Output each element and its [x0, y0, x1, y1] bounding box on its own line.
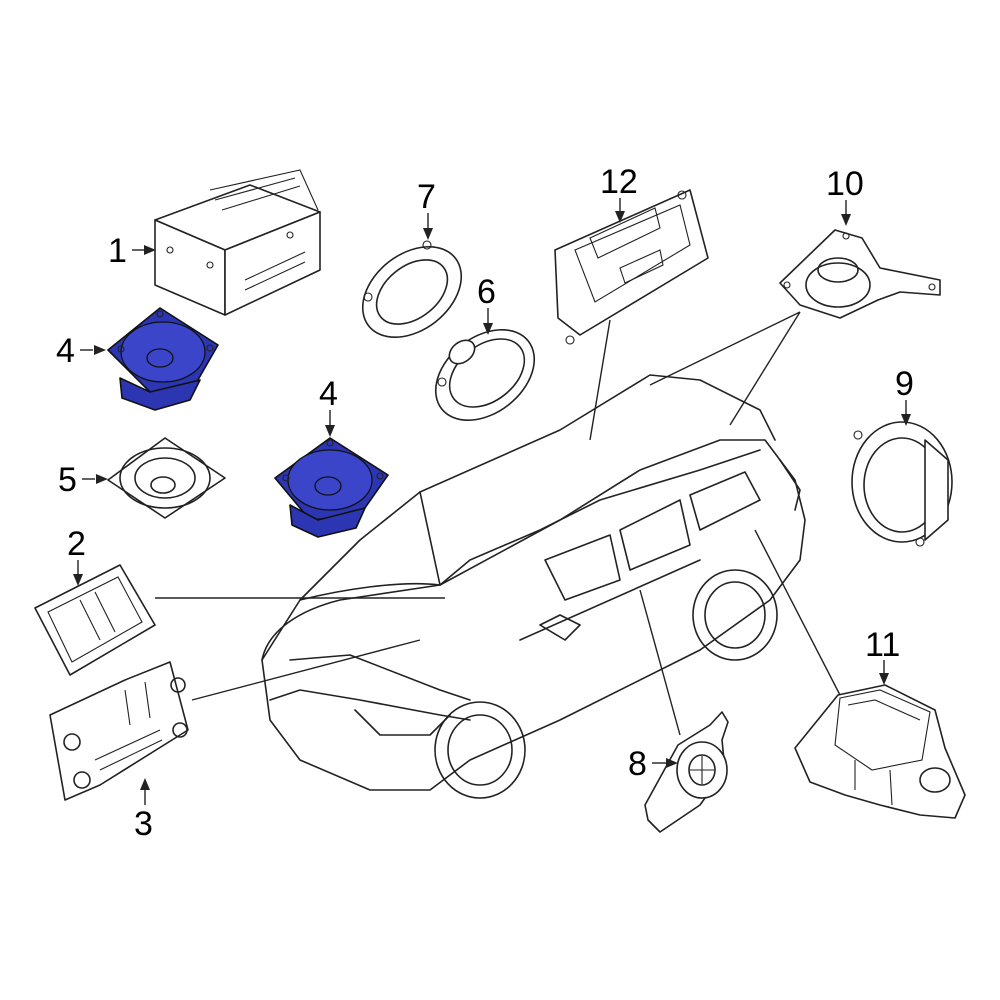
callout-7: 7: [417, 178, 436, 216]
part-11-module[interactable]: [794, 684, 966, 819]
part-10-tweeter-bracket[interactable]: [779, 229, 941, 319]
part-2-display[interactable]: [34, 564, 156, 676]
part-12-amplifier[interactable]: [554, 189, 709, 345]
callout-9: 9: [895, 365, 914, 403]
callout-4-center: 4: [319, 375, 338, 413]
vehicle-outline: [261, 374, 806, 799]
part-7-speaker-ring[interactable]: [345, 228, 478, 356]
part-9-round-speaker[interactable]: [851, 421, 953, 547]
callout-11: 11: [865, 626, 900, 664]
callout-3: 3: [134, 805, 153, 843]
callout-12: 12: [600, 163, 638, 201]
part-8-sound-unit[interactable]: [644, 711, 729, 833]
part-4-speaker-center[interactable]: [274, 437, 389, 538]
leader-lines: [155, 311, 841, 736]
callout-numbers: 1 4 5 4 2 3 7 6 12 10 9 8 11: [56, 163, 914, 843]
part-3-control-panel[interactable]: [49, 661, 189, 801]
callout-1: 1: [108, 232, 127, 270]
callout-2: 2: [67, 525, 86, 563]
callout-6: 6: [477, 273, 496, 311]
part-5-speaker[interactable]: [107, 437, 226, 519]
part-1-audio-unit[interactable]: [154, 169, 321, 316]
callout-8: 8: [628, 745, 647, 783]
callout-5: 5: [58, 461, 77, 499]
callout-arrows: [73, 198, 911, 805]
callout-4-left: 4: [56, 332, 75, 370]
part-4-speaker-left[interactable]: [107, 307, 219, 411]
part-6-oval-speaker[interactable]: [418, 311, 551, 439]
callout-10: 10: [826, 165, 864, 203]
